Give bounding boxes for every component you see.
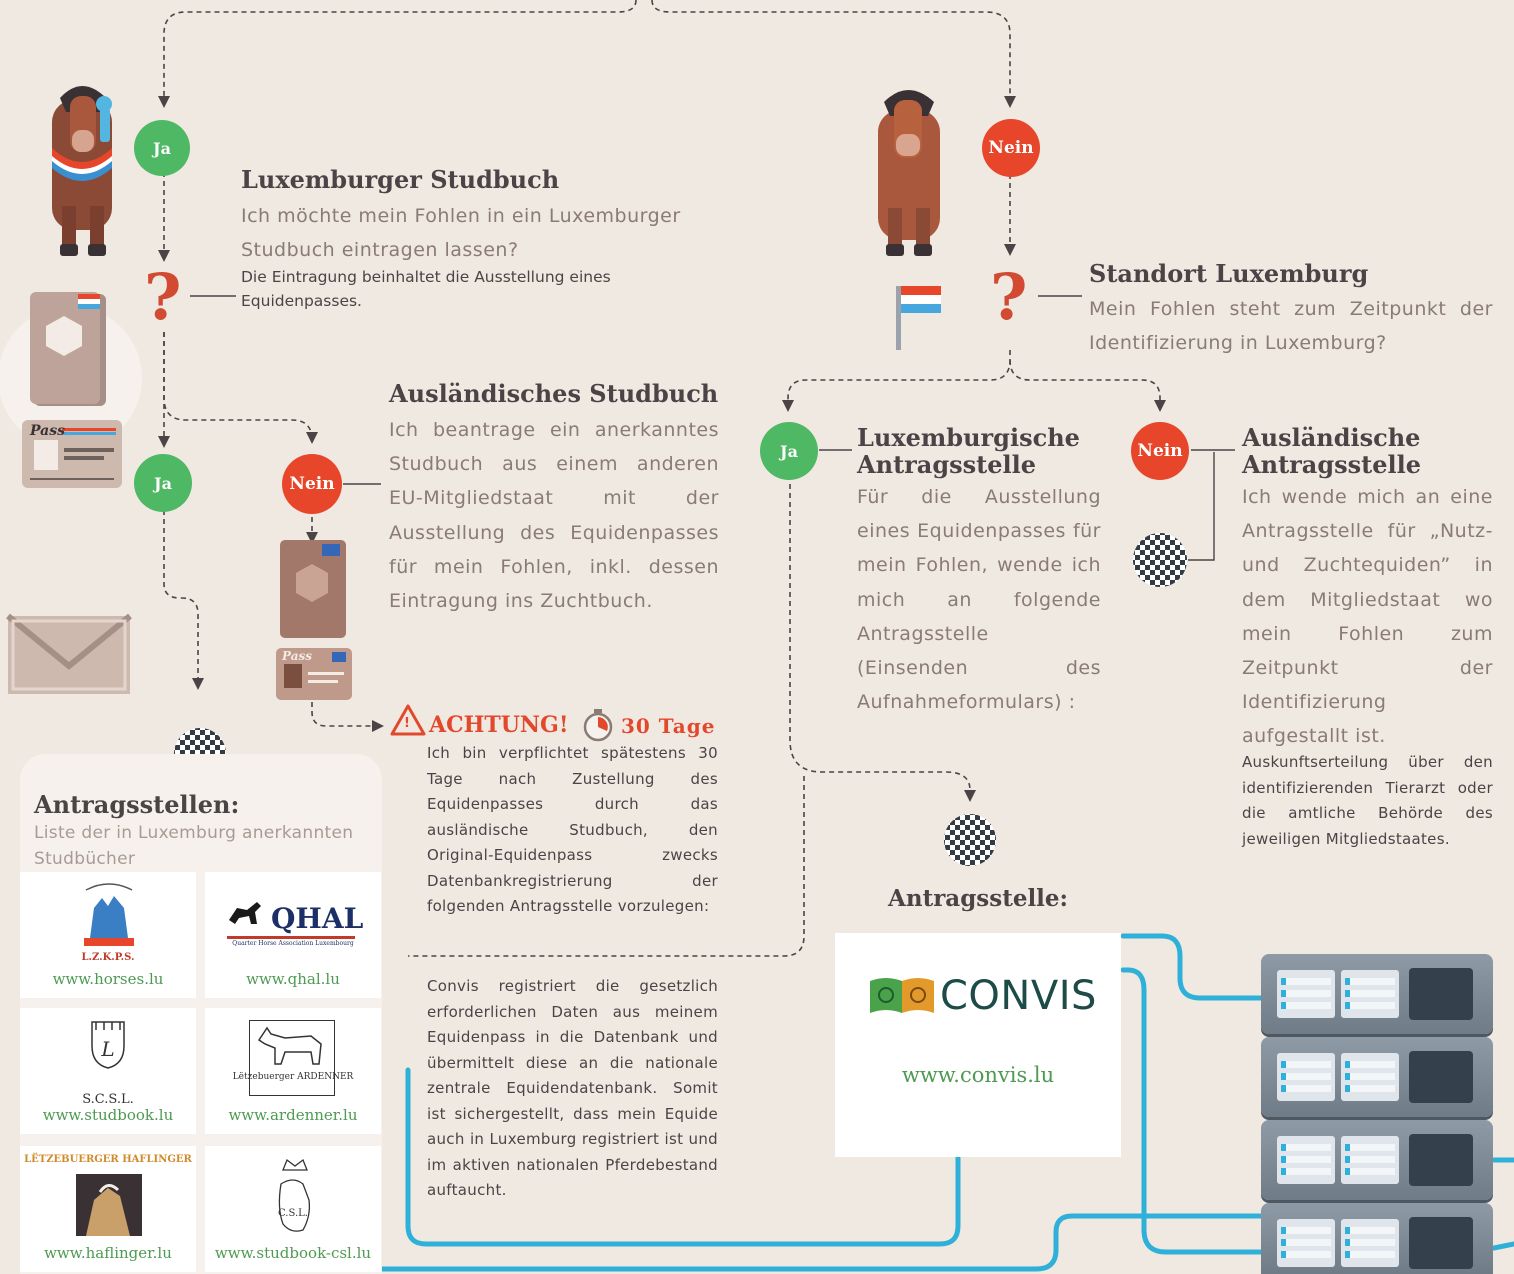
question-mark-icon: ? bbox=[990, 260, 1028, 335]
studbook-card-lzkps[interactable]: L.Z.K.P.S. www.horses.lu bbox=[20, 872, 196, 998]
lux-office-text: Für die Ausstellung eines Equidenpasses … bbox=[857, 486, 1101, 714]
studbook-card-csl[interactable]: C.S.L. www.studbook-csl.lu bbox=[205, 1146, 381, 1272]
studbook-card-haflinger[interactable]: LËTZEBUERGER HAFLINGER www.haflinger.lu bbox=[20, 1146, 196, 1272]
passport-book-icon bbox=[0, 292, 142, 450]
lzkps-logo bbox=[84, 883, 134, 946]
foreign-studbook-text: Ich beantrage ein anerkanntes Studbuch a… bbox=[389, 419, 719, 613]
applications-title: Antragsstellen: bbox=[34, 790, 240, 819]
lux-studbook-text: Ich möchte mein Fohlen in ein Luxemburge… bbox=[241, 205, 681, 262]
ardenner-label: Lëtzebuerger ARDENNER bbox=[232, 1072, 354, 1082]
lux-studbook-note: Die Eintragung beinhaltet die Ausstellun… bbox=[241, 268, 611, 310]
applications-subtitle: Liste der in Luxemburg anerkannten Studb… bbox=[34, 823, 354, 869]
qhal-url[interactable]: www.qhal.lu bbox=[246, 970, 340, 988]
lzkps-url[interactable]: www.horses.lu bbox=[52, 970, 164, 988]
server-unit bbox=[1261, 954, 1493, 1034]
lzkps-label: L.Z.K.P.S. bbox=[81, 952, 135, 963]
convis-logo-text: CONVIS bbox=[940, 973, 1097, 1019]
luxembourg-flag-icon bbox=[896, 286, 941, 350]
server-unit bbox=[1261, 1203, 1493, 1274]
eu-passport-book-icon bbox=[276, 540, 352, 700]
eu-pass-label: Pass bbox=[282, 649, 312, 663]
qhal-logo-text: QHAL bbox=[271, 902, 364, 935]
svg-text:L: L bbox=[100, 1037, 114, 1061]
location-title: Standort Luxemburg bbox=[1089, 259, 1369, 288]
foreign-office-title-line2: Antragsstelle bbox=[1242, 450, 1422, 479]
server-unit bbox=[1261, 1120, 1493, 1200]
lux-office-title-line2: Antragsstelle bbox=[857, 450, 1037, 479]
foreign-office-text: Ich wende mich an eine Antragsstelle für… bbox=[1242, 486, 1493, 748]
warning-title: ACHTUNG! bbox=[429, 712, 569, 738]
csl-label: C.S.L. bbox=[278, 1208, 308, 1219]
scsl-label: S.C.S.L. bbox=[82, 1092, 134, 1107]
convis-registration-text: Convis registriert die gesetzlich erford… bbox=[427, 977, 718, 1199]
pass-card-icon bbox=[22, 420, 122, 488]
qhal-logo-bar bbox=[227, 936, 355, 939]
haflinger-logo bbox=[76, 1174, 142, 1236]
csl-crown-logo bbox=[278, 1158, 311, 1232]
haflinger-label: LËTZEBUERGER HAFLINGER bbox=[24, 1154, 192, 1165]
ardenner-logo-frame bbox=[249, 1020, 335, 1096]
warning-triangle-icon bbox=[390, 704, 426, 736]
foreign-office-title-line1: Ausländische bbox=[1242, 423, 1421, 452]
horse-icon bbox=[878, 90, 940, 256]
question-mark-icon: ? bbox=[144, 260, 182, 335]
convis-card[interactable]: CONVIS www.convis.lu bbox=[835, 933, 1121, 1157]
convis-title: Antragsstelle: bbox=[888, 885, 1069, 912]
lux-office-title: Luxemburgische Antragsstelle bbox=[857, 424, 1080, 478]
lux-studbook-title: Luxemburger Studbuch bbox=[241, 165, 560, 194]
server-unit bbox=[1261, 1037, 1493, 1117]
yes-circle-lux-office: Ja bbox=[760, 422, 818, 480]
qhal-sub: Quarter Horse Association Luxembourg bbox=[232, 940, 354, 947]
scsl-shield-logo: L bbox=[91, 1021, 125, 1069]
scsl-url[interactable]: www.studbook.lu bbox=[42, 1106, 174, 1124]
warning-text: Ich bin verpflichtet spätestens 30 Tage … bbox=[427, 744, 718, 915]
lux-office-title-line1: Luxemburgische bbox=[857, 423, 1080, 452]
convis-url[interactable]: www.convis.lu bbox=[901, 1063, 1055, 1087]
qhal-horse-logo bbox=[229, 902, 261, 924]
no-circle-foreign-studbook: Nein bbox=[282, 454, 342, 514]
haflinger-url[interactable]: www.haflinger.lu bbox=[44, 1244, 172, 1262]
studbook-card-ardenner[interactable]: Lëtzebuerger ARDENNER www.ardenner.lu bbox=[205, 1008, 381, 1134]
convis-logo-icon bbox=[870, 978, 934, 1013]
stopwatch-icon bbox=[583, 709, 613, 742]
yes-circle-lux-studbook: Ja bbox=[134, 454, 192, 512]
pass-label: Pass bbox=[30, 423, 65, 439]
foreign-office-note: Auskunftserteilung über den identifizier… bbox=[1242, 753, 1493, 848]
no-circle-foreign-office: Nein bbox=[1131, 422, 1189, 480]
studbook-card-qhal[interactable]: QHAL Quarter Horse Association Luxembour… bbox=[205, 872, 381, 998]
warning-days: 30 Tage bbox=[621, 714, 716, 738]
envelope-icon bbox=[6, 613, 132, 694]
yes-circle-studbook: Ja bbox=[134, 120, 190, 176]
ardenner-url[interactable]: www.ardenner.lu bbox=[228, 1106, 358, 1124]
studbook-card-scsl[interactable]: L S.C.S.L. www.studbook.lu bbox=[20, 1008, 196, 1134]
csl-url[interactable]: www.studbook-csl.lu bbox=[214, 1244, 372, 1262]
no-circle-location: Nein bbox=[982, 119, 1040, 177]
ardenner-horse-logo bbox=[257, 1026, 322, 1065]
horse-with-ribbon-icon bbox=[52, 86, 112, 256]
foreign-office-title: Ausländische Antragsstelle bbox=[1242, 424, 1421, 478]
location-text: Mein Fohlen steht zum Zeitpunkt der Iden… bbox=[1089, 298, 1493, 355]
foreign-studbook-title: Ausländisches Studbuch bbox=[389, 379, 719, 408]
warning-icon-glyph: ! bbox=[404, 716, 410, 731]
